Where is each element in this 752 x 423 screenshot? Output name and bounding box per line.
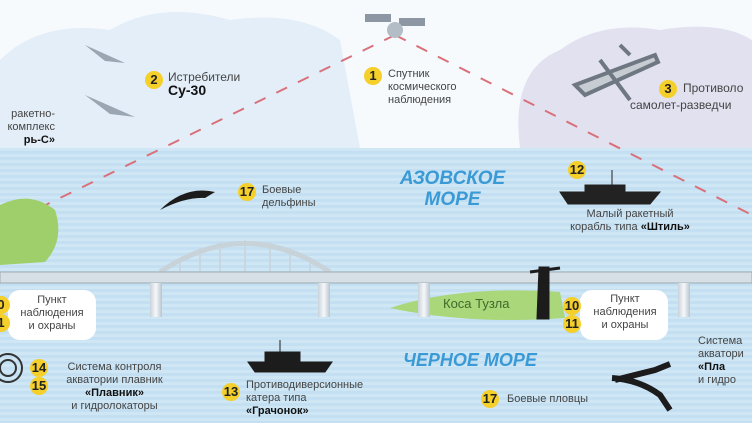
badge: 13 [222,383,240,401]
fighters-model: Су-30 [168,82,207,98]
badge: 1 [364,67,382,85]
fighters-label-line: Истребители [168,70,241,84]
badge: 15 [30,377,48,395]
bridge-deck [0,271,752,284]
patrol-boat-icon [247,340,333,373]
sonar-icon [0,353,23,383]
diver-icon [611,361,673,412]
badge: 17 [238,183,256,201]
badge: 17 [481,390,499,408]
badge: 11 [563,315,581,333]
recon-plane-label-2: самолет-разведчи [630,98,732,112]
satellite-icon [365,14,425,38]
bridge-pillar [150,283,162,317]
badge: 3 [659,80,677,98]
bridge-pillar [418,283,430,317]
badge: 12 [568,161,586,179]
bridge-pillar [678,283,690,317]
dolphin-icon [160,190,215,210]
missile-ship-icon [559,170,662,205]
clouds [0,12,752,149]
black-sea-label: ЧЕРНОЕ МОРЕ [403,350,537,370]
badge: 14 [30,359,48,377]
badge: 0 [0,296,10,314]
badge: 1 [0,314,10,332]
recon-plane-label-1: Противоло [683,81,744,95]
recon-plane-icon [571,43,661,102]
bridge-pillar [318,283,330,317]
kosa-tuzla-land [390,290,565,321]
fighter-jet-icon [85,45,135,117]
divers-label: Боевые пловцы [507,393,589,405]
badge: 2 [145,71,163,89]
kosa-tuzla-label: Коса Тузла [443,296,510,311]
label-bubble [8,290,96,340]
badge: 10 [563,297,581,315]
soldier-icon [529,266,561,320]
label-bubble [580,290,668,340]
land-crimea [0,198,59,265]
